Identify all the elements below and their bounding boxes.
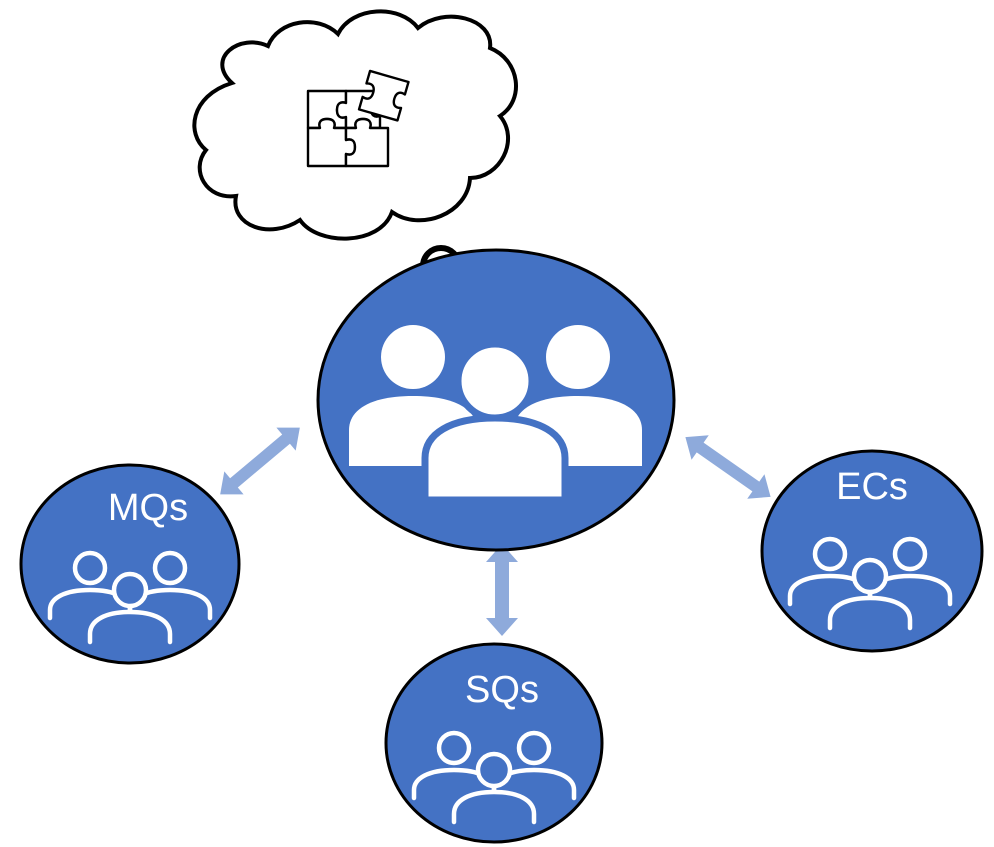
- sqs-label: SQs: [465, 669, 539, 711]
- people-group-outline-icon: [411, 730, 577, 825]
- arrow-main-to-ecs: [685, 435, 771, 499]
- people-group-filled-icon: [349, 325, 642, 504]
- puzzle-pieces-icon: [306, 69, 410, 168]
- ecs-group-node: ECs: [760, 449, 984, 653]
- people-group-outline-icon: [47, 550, 213, 645]
- ecs-label: ECs: [836, 466, 908, 508]
- mqs-group-node: MQs: [19, 463, 241, 665]
- sqs-group-node: SQs: [384, 642, 604, 844]
- main-team-node: [316, 248, 676, 552]
- people-group-outline-icon: [787, 536, 953, 631]
- arrow-main-to-sqs: [486, 544, 518, 636]
- mqs-label: MQs: [108, 487, 188, 529]
- arrow-main-to-mqs: [220, 427, 300, 495]
